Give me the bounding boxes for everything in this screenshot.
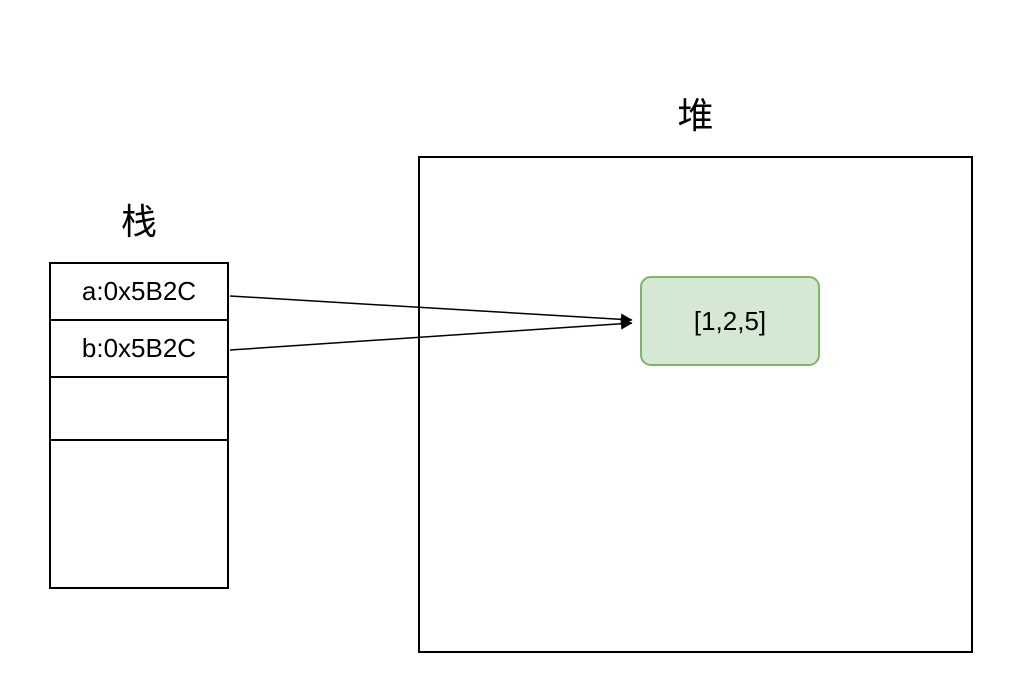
stack-cell-empty-1	[51, 378, 227, 441]
stack-cell-b-label: b:0x5B2C	[81, 333, 197, 363]
stack-cell-a: a:0x5B2C	[51, 264, 227, 321]
stack-cell-empty-2	[51, 441, 227, 587]
heap-title: 堆	[677, 95, 714, 136]
heap-array-node-label: [1,2,5]	[693, 305, 767, 336]
stack-title: 栈	[120, 201, 157, 242]
stack-cell-b: b:0x5B2C	[51, 321, 227, 378]
stack-cell-a-label: a:0x5B2C	[81, 276, 197, 306]
stack-box: a:0x5B2C b:0x5B2C	[49, 262, 229, 589]
heap-array-node: [1,2,5]	[640, 276, 820, 366]
heap-box: [1,2,5]	[418, 156, 973, 653]
